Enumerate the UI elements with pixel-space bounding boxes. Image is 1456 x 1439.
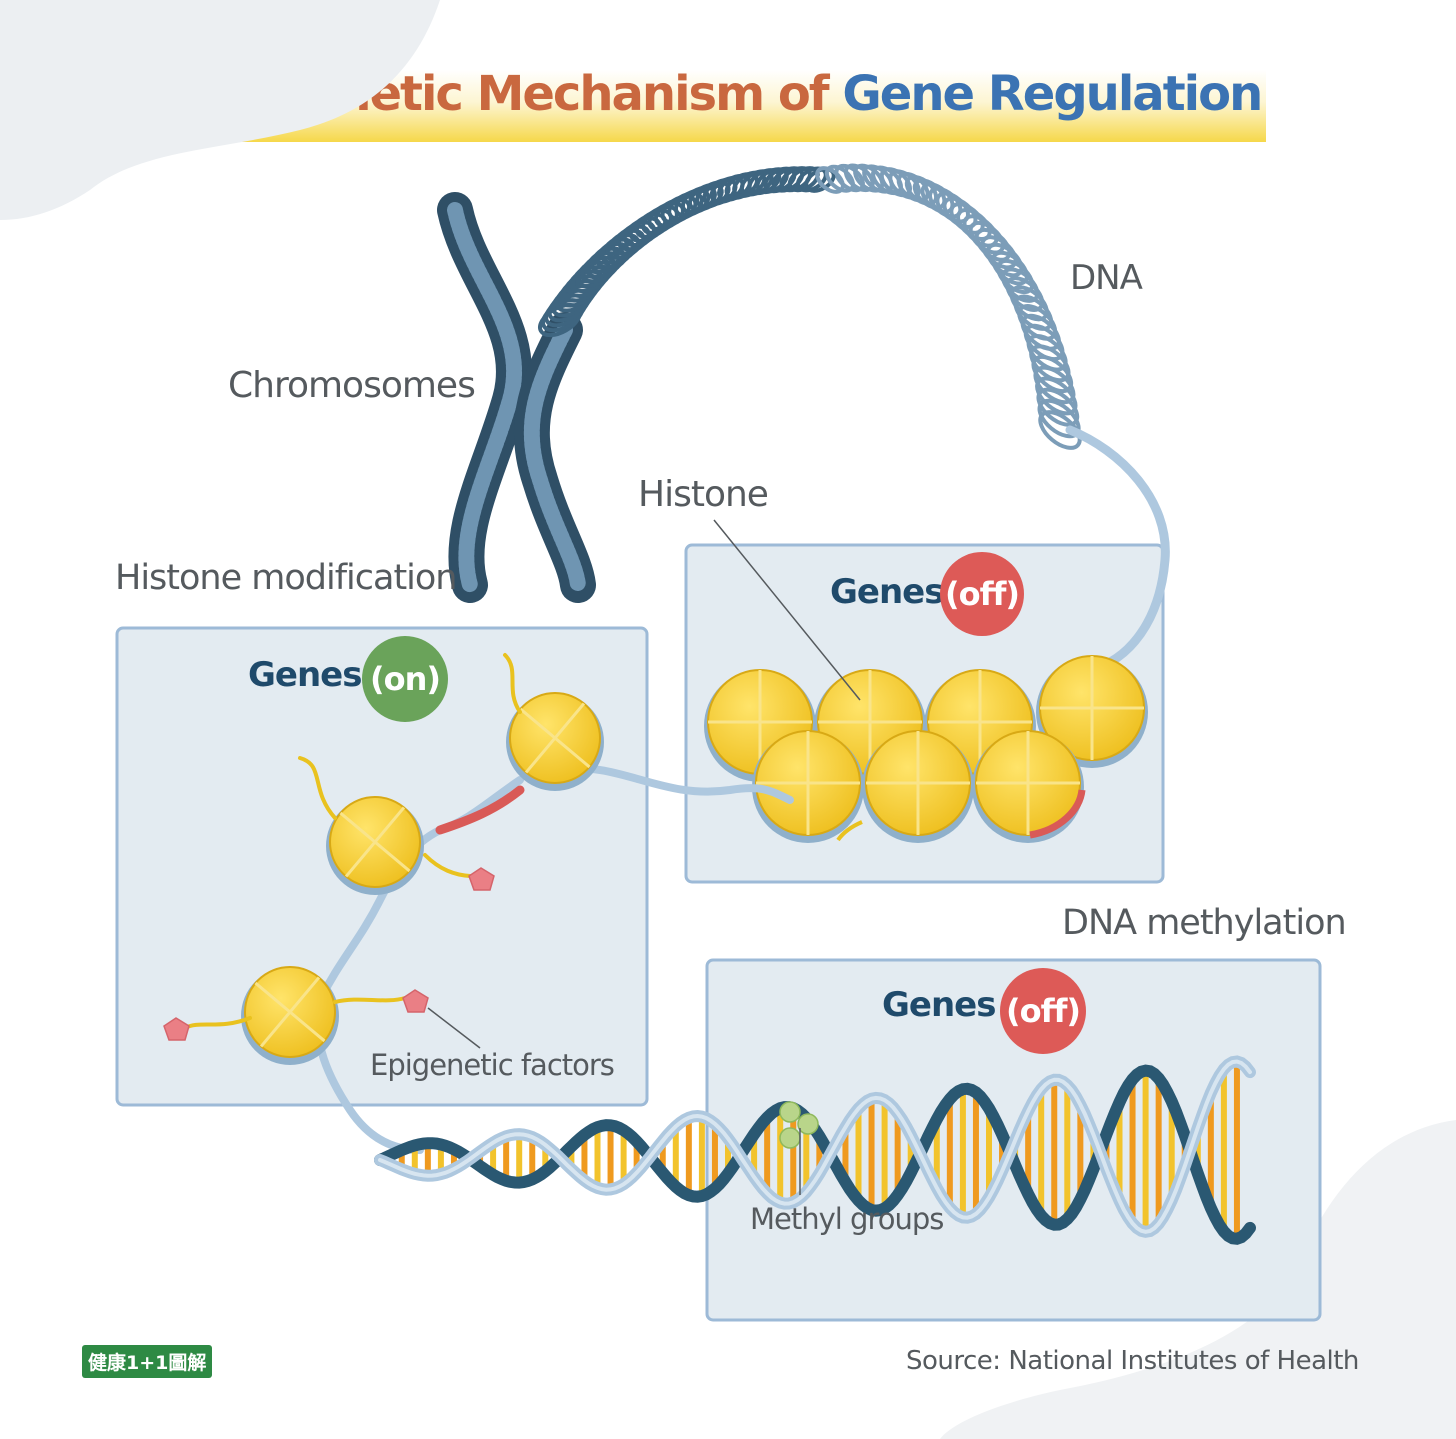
source-credit: Source: National Institutes of Health <box>906 1346 1359 1376</box>
methyl-group-1 <box>779 1101 801 1123</box>
genes-label-methylation: Genes <box>882 985 996 1025</box>
dna-methylation-label: DNA methylation <box>1062 903 1347 943</box>
epigenetic-factors-label: Epigenetic factors <box>370 1048 615 1082</box>
histone-seam <box>344 806 406 878</box>
background-blob-top-left <box>0 0 440 220</box>
coil-loop <box>1017 304 1058 341</box>
coil-loop <box>1009 285 1049 322</box>
title-part-gene-regulation: Gene Regulation <box>842 66 1263 122</box>
coil-loop <box>1033 365 1076 405</box>
epigenetic-factor-3 <box>163 1017 190 1041</box>
dna-supercoil <box>538 163 1082 450</box>
epigenetic-factor-markers <box>163 867 495 1041</box>
methyl-groups-label: Methyl groups <box>750 1202 944 1236</box>
histone-pointer <box>713 519 861 701</box>
histone-tail <box>503 653 522 714</box>
brand-logo: 健康1+1圖解 <box>82 1344 213 1378</box>
histone-seam <box>259 976 321 1048</box>
modified-strand-segment <box>435 785 525 835</box>
helix-front-highlight <box>378 1059 1252 1234</box>
loose-histones <box>183 653 604 1065</box>
compact-histone <box>862 730 974 843</box>
chromosome <box>437 192 596 603</box>
loose-histone <box>326 796 424 895</box>
coil-loop <box>1031 354 1074 394</box>
compact-histone <box>972 730 1084 843</box>
epigenetic-factors-pointer <box>427 1007 481 1049</box>
modified-wrap-segment <box>1029 789 1086 839</box>
coil-loop <box>1013 294 1054 331</box>
dna-linker-strand <box>556 764 794 804</box>
histone-modification-label: Histone modification <box>115 558 457 598</box>
histone-tail <box>423 853 472 878</box>
loose-histone <box>241 966 339 1065</box>
brand-logo-text: 健康1+1圖解 <box>82 1344 213 1378</box>
genes-state-badge-off-chromatin: (off) <box>940 552 1024 636</box>
genes-state-badge-off-methylation: (off) <box>1000 968 1086 1054</box>
dna-double-helix <box>374 1055 1256 1245</box>
genes-state-badge-on: (on) <box>362 636 448 722</box>
compact-histone <box>752 730 864 843</box>
methyl-group-2 <box>797 1113 819 1135</box>
methyl-groups <box>779 1101 819 1149</box>
epigenetic-factor-1 <box>468 867 495 891</box>
dna-label: DNA <box>1070 258 1143 298</box>
histone-tail <box>836 820 863 842</box>
genes-label-compact-chromatin: Genes <box>830 572 944 612</box>
methyl-group-3 <box>779 1127 801 1149</box>
histone-label: Histone <box>638 474 769 515</box>
coil-loop <box>1038 410 1082 450</box>
loose-histone <box>506 692 604 791</box>
compact-histone-cluster <box>704 655 1148 843</box>
dna-strand-to-chromatin <box>1065 425 1170 675</box>
histone-tail <box>298 756 337 820</box>
background-blob-bottom-right <box>940 1120 1456 1439</box>
chromosomes-label: Chromosomes <box>228 365 476 406</box>
genes-label-histone-modification: Genes <box>248 655 362 695</box>
histone-tail <box>333 996 407 1004</box>
epigenetic-factor-2 <box>402 989 429 1013</box>
compact-histone <box>1036 655 1148 768</box>
histone-seam <box>524 702 586 774</box>
